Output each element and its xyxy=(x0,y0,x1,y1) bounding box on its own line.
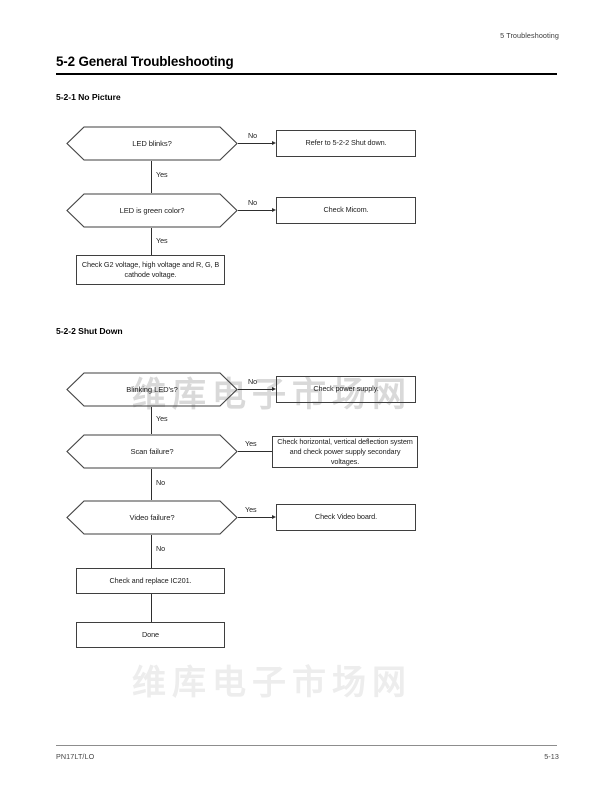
edge-label-d2-no: No xyxy=(248,198,258,207)
arrowhead-sd-d3-yes xyxy=(272,514,276,519)
decision-label: LED blinks? xyxy=(132,139,172,148)
arrowhead-sd-d1-no xyxy=(272,386,276,391)
subsection-title-no-picture: 5-2-1 No Picture xyxy=(56,92,121,102)
connector-sd-d1-yes xyxy=(151,407,152,434)
watermark-text: 维库电子市场网 xyxy=(132,663,412,703)
footer-model: PN17LT/LO xyxy=(56,752,95,761)
action-check-g2-voltage: Check G2 voltage, high voltage and R, G,… xyxy=(76,255,225,285)
footer-page-number: 5-13 xyxy=(544,752,559,761)
action-label: Refer to 5-2-2 Shut down. xyxy=(305,138,387,148)
footer-divider xyxy=(56,745,557,746)
arrowhead-d2-no xyxy=(272,207,276,212)
action-check-video-board: Check Video board. xyxy=(276,504,416,531)
action-check-power-supply: Check power supply. xyxy=(276,376,416,403)
arrowhead-d1-no xyxy=(272,140,276,145)
action-label: Check and replace IC201. xyxy=(109,575,192,585)
connector-sd-d2-no xyxy=(151,469,152,500)
edge-label-sd-d2-yes: Yes xyxy=(245,439,257,448)
edge-label-sd-d1-no: No xyxy=(248,377,258,386)
decision-label: LED is green color? xyxy=(119,206,185,215)
edge-label-d1-yes: Yes xyxy=(156,170,168,179)
decision-scan-failure: Scan failure? xyxy=(66,434,238,469)
action-check-micom: Check Micom. xyxy=(276,197,416,224)
connector-sd-to-done xyxy=(151,594,152,622)
connector-sd-d2-yes xyxy=(238,451,272,452)
action-label: Check G2 voltage, high voltage and R, G,… xyxy=(81,259,220,279)
edge-label-sd-d2-no: No xyxy=(156,478,166,487)
action-refer-shutdown: Refer to 5-2-2 Shut down. xyxy=(276,130,416,157)
action-label: Check Video board. xyxy=(314,512,378,522)
edge-label-sd-d3-yes: Yes xyxy=(245,505,257,514)
edge-label-sd-d1-yes: Yes xyxy=(156,414,168,423)
action-label: Check power supply. xyxy=(313,384,379,394)
decision-label: Scan failure? xyxy=(130,447,174,456)
decision-label: Blinking LED's? xyxy=(126,385,178,394)
decision-led-green: LED is green color? xyxy=(66,193,238,228)
running-head: 5 Troubleshooting xyxy=(500,31,559,40)
edge-label-d2-yes: Yes xyxy=(156,236,168,245)
connector-sd-d1-no xyxy=(238,389,274,390)
terminator-done: Done xyxy=(76,622,225,648)
action-label: Check Micom. xyxy=(323,205,369,215)
action-check-deflection: Check horizontal, vertical deflection sy… xyxy=(272,436,418,468)
decision-blinking-leds: Blinking LED's? xyxy=(66,372,238,407)
action-label: Check horizontal, vertical deflection sy… xyxy=(277,436,413,467)
connector-d1-yes xyxy=(151,161,152,193)
terminator-label: Done xyxy=(141,629,160,639)
subsection-title-shut-down: 5-2-2 Shut Down xyxy=(56,326,123,336)
title-divider xyxy=(56,73,557,75)
edge-label-sd-d3-no: No xyxy=(156,544,166,553)
connector-d2-no xyxy=(238,210,274,211)
connector-d2-yes xyxy=(151,228,152,255)
decision-video-failure: Video failure? xyxy=(66,500,238,535)
decision-label: Video failure? xyxy=(129,513,175,522)
page-title: 5-2 General Troubleshooting xyxy=(56,54,234,69)
connector-sd-d3-yes xyxy=(238,517,274,518)
action-replace-ic201: Check and replace IC201. xyxy=(76,568,225,594)
connector-d1-no xyxy=(238,143,274,144)
edge-label-d1-no: No xyxy=(248,131,258,140)
connector-sd-d3-no xyxy=(151,535,152,568)
decision-led-blinks: LED blinks? xyxy=(66,126,238,161)
